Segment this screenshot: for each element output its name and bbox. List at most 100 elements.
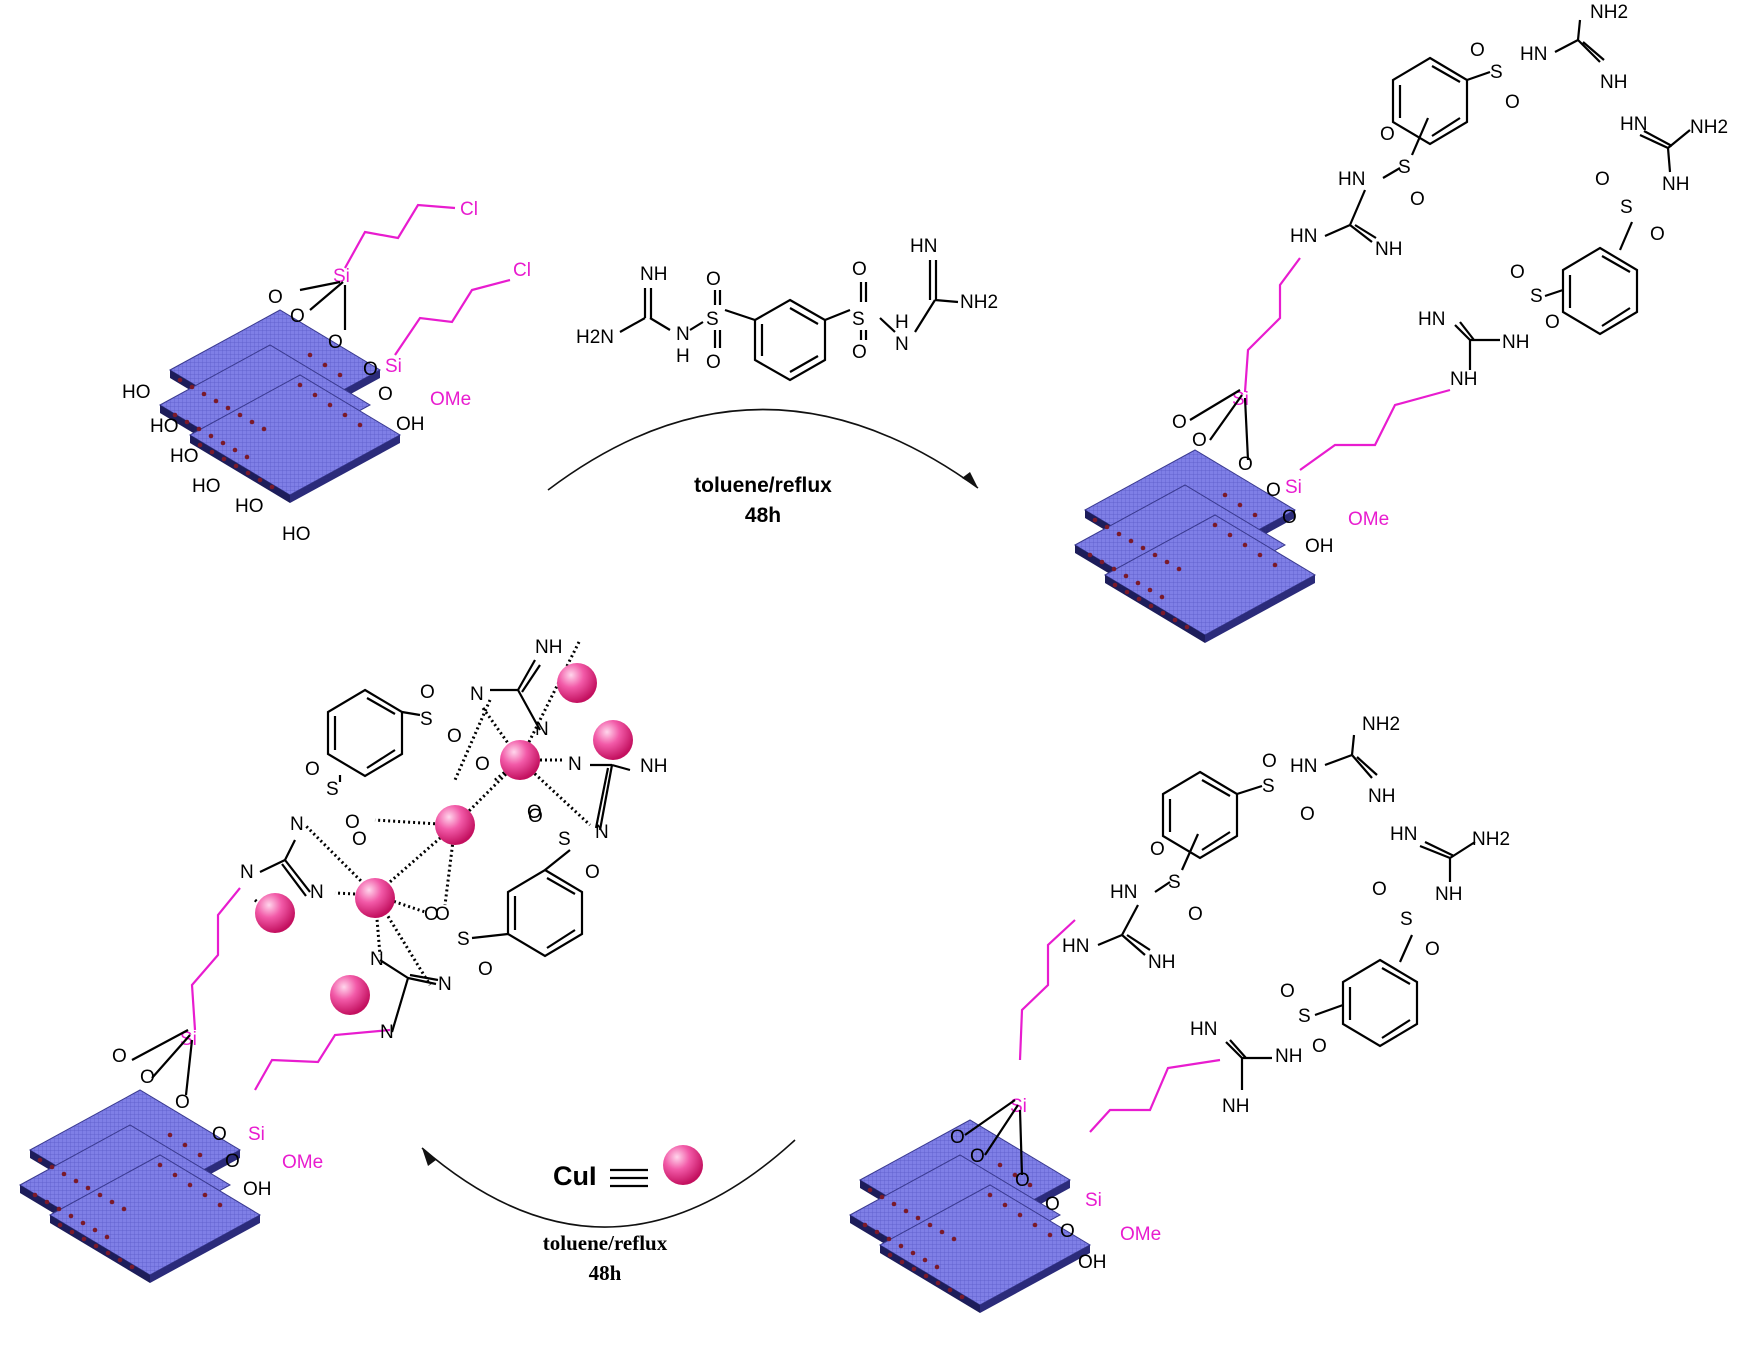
oxygen-label: O bbox=[268, 287, 283, 308]
sulfonamide-nh-4: NH bbox=[1435, 884, 1462, 905]
oxygen-label-9: O bbox=[345, 812, 360, 833]
guanidine-nh-3: NH bbox=[1450, 369, 1477, 390]
amine-nh2-2: NH2 bbox=[1472, 829, 1510, 850]
oxygen-label-2: O bbox=[290, 306, 305, 327]
sulfur-label: S bbox=[1398, 157, 1411, 178]
sulfur-label-4: S bbox=[457, 929, 470, 950]
copper-atom-7 bbox=[330, 975, 370, 1015]
sulfur-label: S bbox=[1168, 872, 1181, 893]
copper-atom bbox=[500, 740, 540, 780]
sulfonamide-hn: HN bbox=[1338, 169, 1365, 190]
oxygen-label-8: O bbox=[1470, 40, 1485, 61]
methoxy-label: OMe bbox=[282, 1152, 323, 1173]
oxygen-label-9: O bbox=[1300, 804, 1315, 825]
guanidine-nh-2: NH bbox=[1148, 952, 1175, 973]
amine-nh2-2: NH2 bbox=[1690, 117, 1728, 138]
hydroxyl-label-2: HO bbox=[150, 416, 179, 437]
amine-nh2: NH2 bbox=[960, 292, 998, 313]
sulfur-label-2: S bbox=[852, 309, 865, 330]
reagent-sulfonyl-guanidine: S S O O O O N H NH H2N N H HN NH2 bbox=[576, 236, 998, 382]
chloride-label: Cl bbox=[460, 199, 478, 220]
oxygen-label-6: O bbox=[1380, 124, 1395, 145]
support-sheet bbox=[19, 1089, 261, 1284]
sulfonamide-hn: HN bbox=[1110, 882, 1137, 903]
silicon-label-2: Si bbox=[1085, 1190, 1102, 1211]
nitrogen-label-2: N bbox=[535, 719, 549, 740]
imine-hn-4: HN bbox=[1620, 114, 1647, 135]
oxygen-label-4: O bbox=[212, 1124, 227, 1145]
methoxy-label: OMe bbox=[1348, 509, 1389, 530]
sulfur-label-2: S bbox=[1490, 62, 1503, 83]
silicon-label-2: Si bbox=[385, 356, 402, 377]
sulfur-label-2: S bbox=[326, 779, 339, 800]
oxygen-label-2: O bbox=[1192, 430, 1207, 451]
hydroxyl-label: HO bbox=[122, 382, 151, 403]
oxygen-label-7: O bbox=[1188, 904, 1203, 925]
step2-time: 48h bbox=[589, 1261, 622, 1285]
oxygen-label-12: O bbox=[1372, 879, 1387, 900]
oxygen-label-5: O bbox=[378, 384, 393, 405]
sulfonamide-n: N bbox=[676, 324, 690, 345]
sulfur-label-3: S bbox=[558, 829, 571, 850]
oxygen-bridge-2: O bbox=[528, 806, 543, 827]
oxygen-label-3: O bbox=[175, 1092, 190, 1113]
oxygen-label-13: O bbox=[1650, 224, 1665, 245]
oxygen-bridge-3: O bbox=[352, 829, 367, 850]
oxygen-label-4: O bbox=[1266, 480, 1281, 501]
sulfur-label-2: S bbox=[1262, 776, 1275, 797]
methoxy-label: OMe bbox=[1120, 1224, 1161, 1245]
nitrogen-label-9: N bbox=[438, 974, 452, 995]
oxygen-label-10: O bbox=[527, 802, 542, 823]
sulfonamide-hn-2: HN bbox=[1520, 44, 1547, 65]
oxygen-label-7: O bbox=[1410, 189, 1425, 210]
oxygen-label: O bbox=[706, 269, 721, 290]
sulfur-label: S bbox=[706, 309, 719, 330]
start-material: Cl Cl Si Si OMe O O O O O HO HO HO HO HO… bbox=[122, 199, 531, 545]
arrow-step-1: toluene/reflux 48h bbox=[547, 408, 979, 527]
silicon-label-2: Si bbox=[1285, 477, 1302, 498]
amine-h2n: H2N bbox=[576, 327, 614, 348]
sulfur-label-4: S bbox=[1620, 197, 1633, 218]
oxygen-label-4: O bbox=[1045, 1194, 1060, 1215]
oxygen-label-12: O bbox=[1595, 169, 1610, 190]
sulfur-label-3: S bbox=[1530, 286, 1543, 307]
oxygen-label-7: O bbox=[447, 726, 462, 747]
oxygen-label-4: O bbox=[852, 342, 867, 363]
copper-sphere-icon bbox=[663, 1145, 703, 1185]
guanidine-nh: HN bbox=[1062, 936, 1089, 957]
oxygen-bridge: O bbox=[475, 754, 490, 775]
hydroxyl-label-3: HO bbox=[170, 446, 199, 467]
hydroxyl-label: OH bbox=[243, 1179, 272, 1200]
copper-complex: Si Si OMe O O O O O OH S O O S O O S O O… bbox=[19, 637, 667, 1284]
oxygen-label-13: O bbox=[1425, 939, 1440, 960]
oxygen-label-8: O bbox=[305, 759, 320, 780]
amine-nh-2: NH bbox=[640, 756, 667, 777]
nitrogen-label-4: N bbox=[595, 822, 609, 843]
amine-nh2: NH2 bbox=[1590, 2, 1628, 23]
silicon-label: Si bbox=[180, 1029, 197, 1050]
methoxy-label: OMe bbox=[430, 389, 471, 410]
oxygen-label-6: O bbox=[420, 682, 435, 703]
oxygen-label-10: O bbox=[1510, 262, 1525, 283]
arrow-step-2: CuI toluene/reflux 48h bbox=[421, 1139, 796, 1285]
oxygen-label-11: O bbox=[1312, 1036, 1327, 1057]
reagent-cui: CuI bbox=[553, 1161, 597, 1191]
imine-hn-3: HN bbox=[1418, 309, 1445, 330]
oxygen-label-5: O bbox=[225, 1151, 240, 1172]
nitrogen-label-6: N bbox=[240, 862, 254, 883]
copper-atom-2 bbox=[435, 805, 475, 845]
imine-hn-4: HN bbox=[1390, 824, 1417, 845]
hydroxyl-label-6: HO bbox=[282, 524, 311, 545]
nitrogen-label-5: N bbox=[290, 814, 304, 835]
oxygen-label-8: O bbox=[1262, 751, 1277, 772]
sulfonamide-nh-3: NH bbox=[1502, 332, 1529, 353]
oxygen-label-3: O bbox=[1238, 454, 1253, 475]
oxygen-label-3: O bbox=[1015, 1170, 1030, 1191]
step2-solvent: toluene/reflux bbox=[543, 1231, 668, 1255]
oxygen-label: O bbox=[1172, 412, 1187, 433]
oxygen-label-4: O bbox=[363, 359, 378, 380]
copper-atom-4 bbox=[557, 663, 597, 703]
product-functionalized: Si Si OMe O O O O O OH HN NH HN S O O S … bbox=[1074, 2, 1728, 644]
guanidine-nh: HN bbox=[1290, 226, 1317, 247]
